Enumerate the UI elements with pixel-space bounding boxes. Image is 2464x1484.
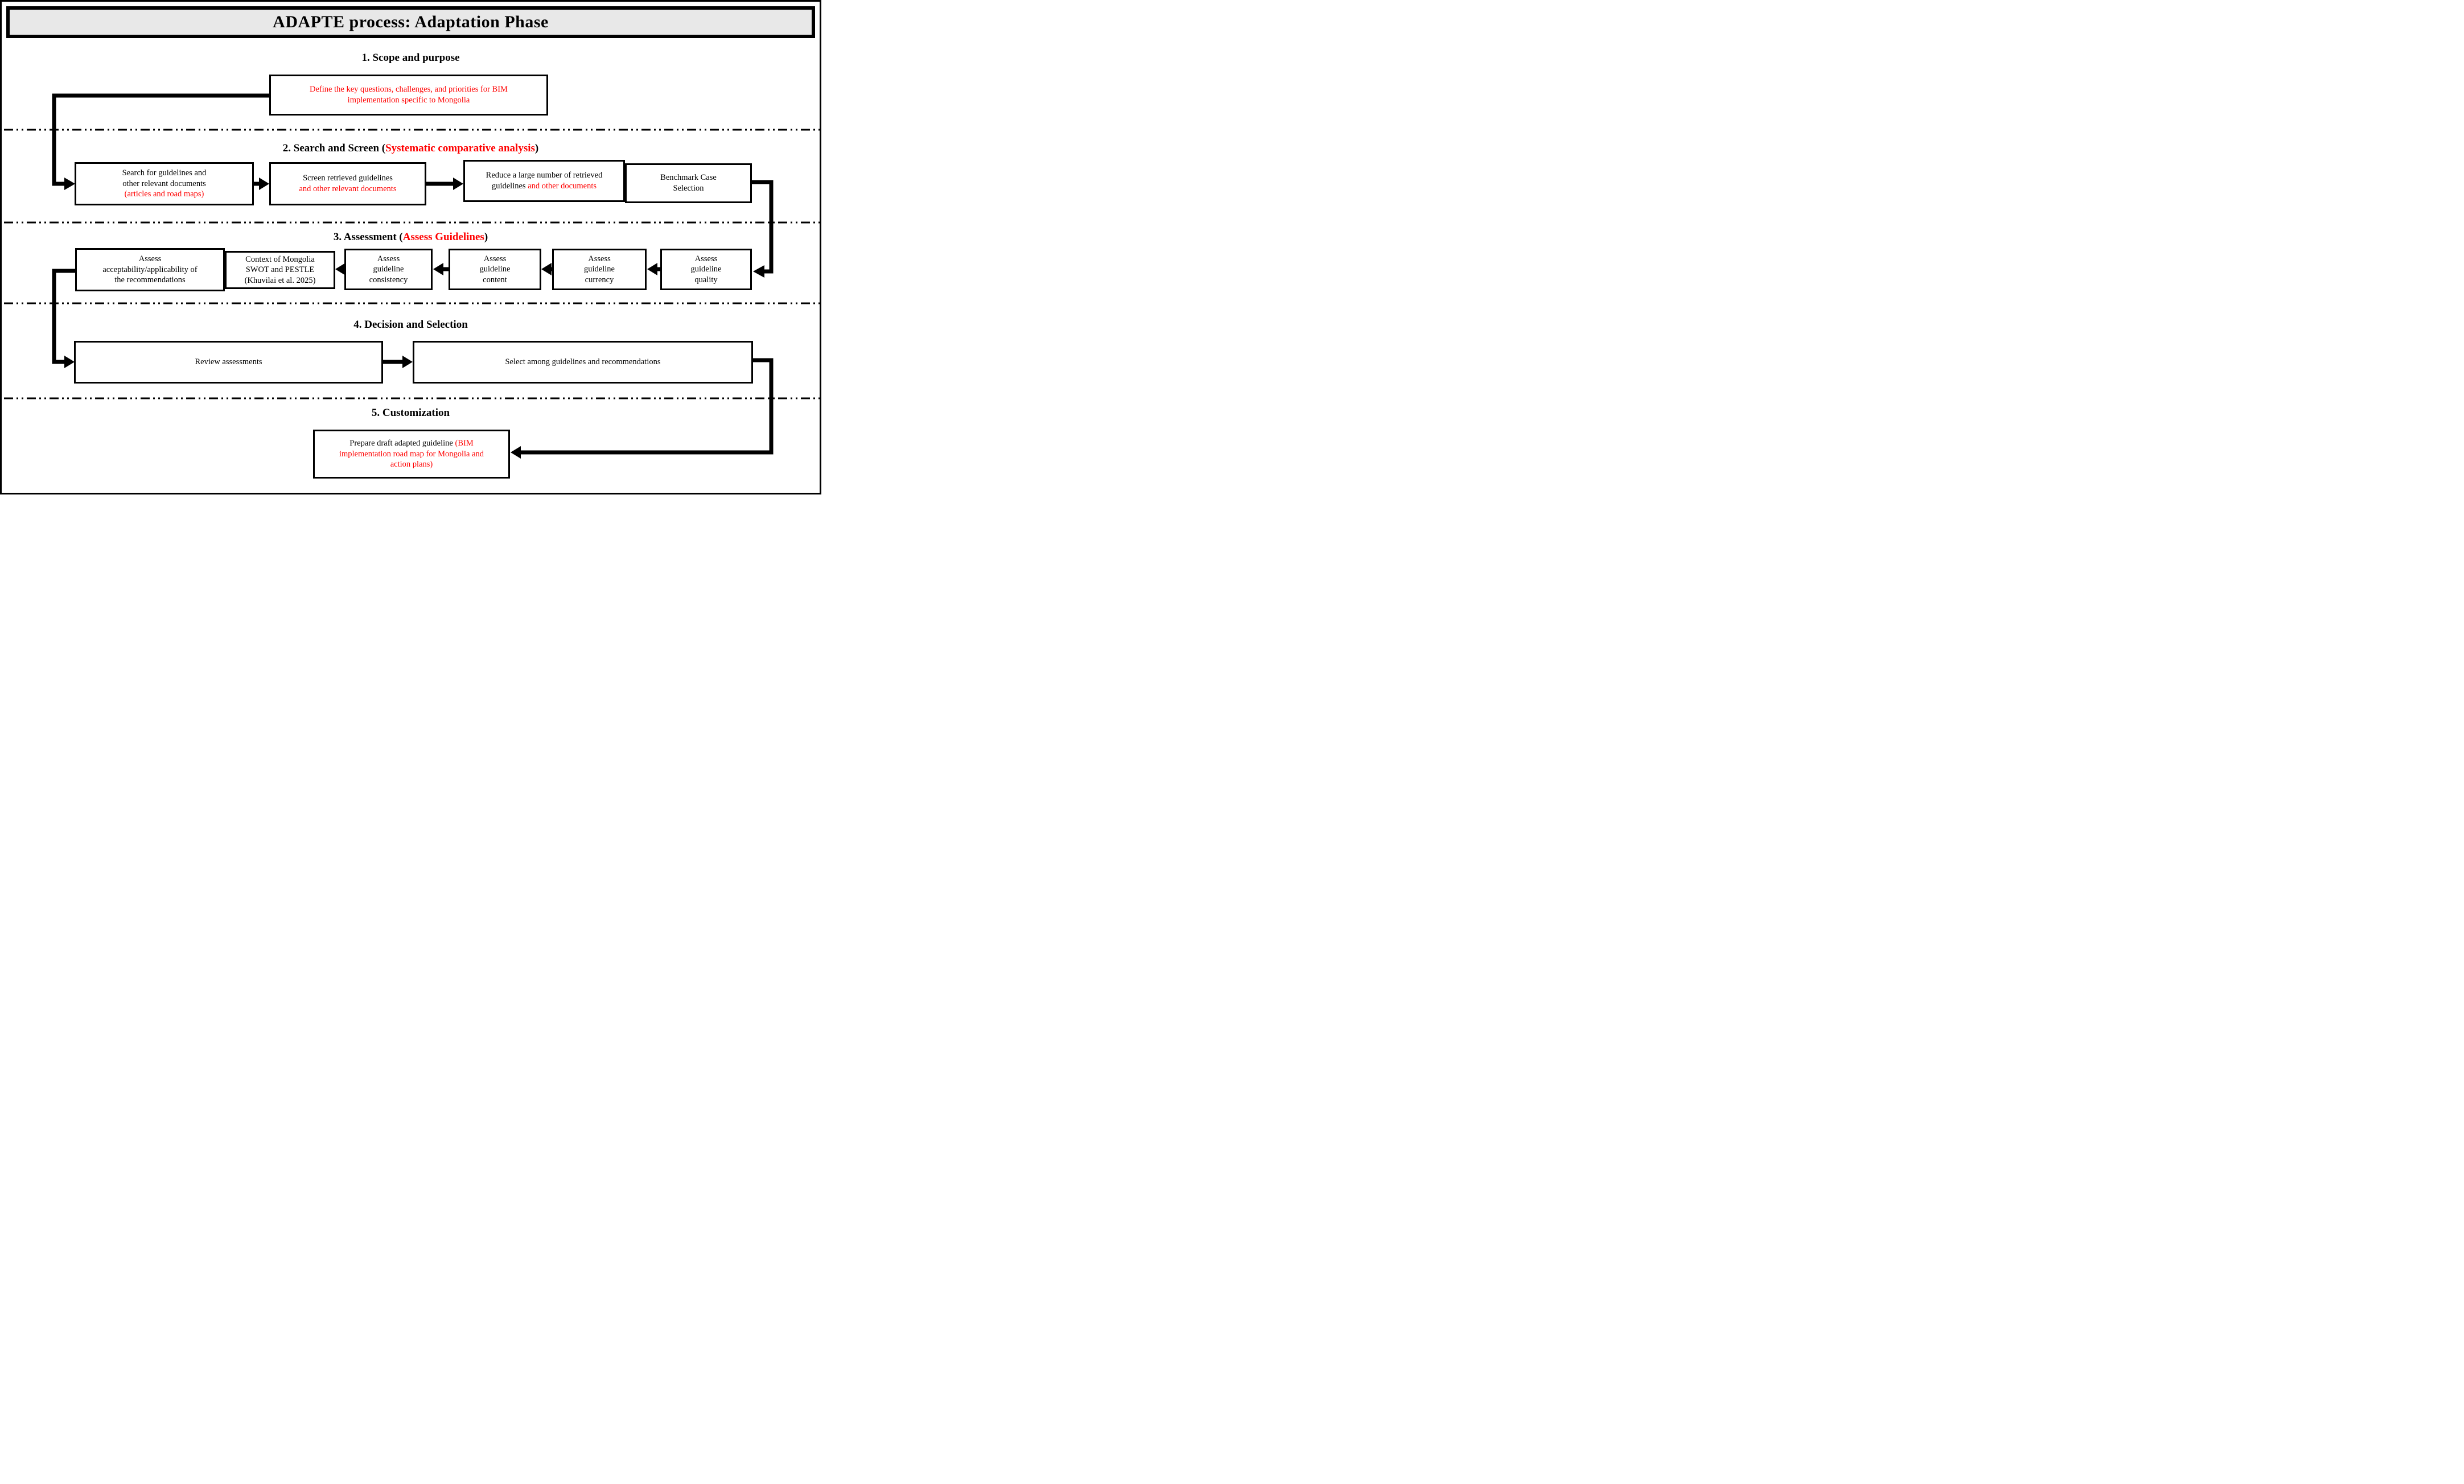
section-3-heading-red: Assess Guidelines	[402, 231, 484, 243]
arrowhead-review-to-select	[402, 356, 413, 368]
box-screen-guidelines-text: Screen retrieved guidelines and other re…	[299, 173, 396, 194]
title-bar: ADAPTE process: Adaptation Phase	[6, 6, 815, 38]
box-benchmark-case-selection-text: Benchmark Case Selection	[655, 172, 723, 193]
box-assess-guideline-content: Assess guideline content	[449, 249, 541, 290]
diagram-title: ADAPTE process: Adaptation Phase	[273, 13, 549, 31]
arrowhead-currency-to-content	[541, 263, 552, 275]
box-assess-guideline-quality-black-text: Assess guideline quality	[690, 254, 722, 285]
box-screen-guidelines-red-text: and other relevant documents	[299, 184, 397, 193]
arrowhead-select-to-prepare	[511, 446, 521, 459]
arrowhead-search-to-screen	[259, 178, 269, 190]
section-4-heading: 4. Decision and Selection	[2, 319, 820, 331]
box-assess-guideline-consistency: Assess guideline consistency	[344, 249, 433, 290]
box-prepare-draft-guideline-text: Prepare draft adapted guideline (BIM imp…	[339, 438, 484, 470]
box-select-guidelines-text: Select among guidelines and recommendati…	[505, 357, 660, 368]
box-screen-guidelines: Screen retrieved guidelines and other re…	[269, 162, 426, 205]
box-select-guidelines: Select among guidelines and recommendati…	[413, 341, 753, 384]
section-4-heading-text: 4. Decision and Selection	[353, 319, 468, 331]
section-1-heading: 1. Scope and purpose	[2, 52, 820, 64]
box-assess-guideline-consistency-black-text: Assess guideline consistency	[369, 254, 408, 285]
box-benchmark-case-selection-black-text: Benchmark Case Selection	[660, 173, 717, 193]
arrowhead-quality-to-currency	[647, 263, 657, 275]
arrowhead-acceptability-to-review	[64, 356, 75, 368]
box-assess-acceptability-text: Assess acceptability/applicability of th…	[98, 254, 203, 286]
box-assess-guideline-currency-black-text: Assess guideline currency	[584, 254, 615, 285]
arrowhead-benchmark-to-quality	[753, 265, 764, 278]
box-reduce-guidelines: Reduce a large number of retrieved guide…	[463, 160, 625, 202]
connector-select-to-prepare	[521, 358, 774, 455]
section-3-heading-post: )	[484, 231, 488, 243]
box-reduce-guidelines-text: Reduce a large number of retrieved guide…	[486, 170, 603, 191]
section-2-heading-red: Systematic comparative analysis	[385, 142, 535, 154]
box-review-assessments-black-text: Review assessments	[195, 357, 262, 367]
section-3-heading: 3. Assessment (Assess Guidelines)	[2, 231, 820, 244]
box-assess-guideline-quality: Assess guideline quality	[660, 249, 752, 290]
box-assess-acceptability: Assess acceptability/applicability of th…	[75, 248, 225, 291]
box-select-guidelines-black-text: Select among guidelines and recommendati…	[505, 357, 661, 367]
box-screen-guidelines-black-text: Screen retrieved guidelines	[303, 174, 393, 183]
section-2-heading: 2. Search and Screen (Systematic compara…	[2, 142, 820, 155]
box-reduce-guidelines-black-text: Reduce a large number of retrieved guide…	[486, 171, 603, 191]
box-benchmark-case-selection: Benchmark Case Selection	[625, 163, 752, 203]
box-search-guidelines-red-text: (articles and road maps)	[124, 189, 204, 199]
box-context-mongolia-swot-pestle-black-text: Context of Mongolia SWOT and PESTLE (Khu…	[244, 254, 316, 285]
arrowhead-screen-to-reduce	[453, 178, 463, 190]
box-assess-guideline-consistency-text: Assess guideline consistency	[365, 254, 413, 286]
box-prepare-draft-guideline-black-text: Prepare draft adapted guideline	[349, 439, 455, 448]
box-context-mongolia-swot-pestle: Context of Mongolia SWOT and PESTLE (Khu…	[225, 251, 335, 289]
box-define-scope-red-text: Define the key questions, challenges, an…	[310, 85, 508, 105]
connectors-layer	[4, 93, 820, 459]
section-2-heading-pre: 2. Search and Screen (	[282, 142, 386, 154]
section-2-heading-post: )	[534, 142, 539, 154]
box-context-mongolia-swot-pestle-text: Context of Mongolia SWOT and PESTLE (Khu…	[242, 254, 318, 286]
box-define-scope: Define the key questions, challenges, an…	[269, 75, 548, 116]
box-search-guidelines: Search for guidelines and other relevant…	[75, 162, 254, 205]
box-define-scope-text: Define the key questions, challenges, an…	[295, 84, 523, 105]
box-assess-acceptability-black-text: Assess acceptability/applicability of th…	[102, 254, 198, 285]
box-assess-guideline-currency-text: Assess guideline currency	[575, 254, 623, 286]
box-assess-guideline-currency: Assess guideline currency	[552, 249, 647, 290]
section-3-heading-pre: 3. Assessment (	[333, 231, 403, 243]
section-1-heading-text: 1. Scope and purpose	[361, 52, 460, 64]
section-5-heading-text: 5. Customization	[371, 407, 450, 419]
arrowhead-consistency-to-context	[335, 263, 345, 275]
box-search-guidelines-black-text: Search for guidelines and other relevant…	[122, 168, 207, 188]
connector-benchmark-to-quality	[752, 180, 774, 274]
box-review-assessments-text: Review assessments	[195, 357, 262, 368]
box-assess-guideline-quality-text: Assess guideline quality	[682, 254, 730, 286]
box-reduce-guidelines-red-text: and other documents	[525, 182, 597, 191]
section-5-heading: 5. Customization	[2, 407, 820, 419]
connector-define-to-search	[52, 93, 269, 186]
connector-acceptability-to-review	[52, 269, 75, 364]
arrowhead-define-to-search	[64, 178, 75, 190]
box-review-assessments: Review assessments	[74, 341, 383, 384]
box-assess-guideline-content-black-text: Assess guideline content	[479, 254, 511, 285]
box-prepare-draft-guideline-red-text: (BIM implementation road map for Mongoli…	[339, 439, 484, 469]
box-assess-guideline-content-text: Assess guideline content	[471, 254, 519, 286]
box-prepare-draft-guideline: Prepare draft adapted guideline (BIM imp…	[313, 430, 510, 479]
arrowhead-content-to-consistency	[433, 263, 443, 275]
box-search-guidelines-text: Search for guidelines and other relevant…	[113, 168, 216, 200]
adapte-flowchart: ADAPTE process: Adaptation Phase 1. Scop…	[0, 0, 821, 494]
